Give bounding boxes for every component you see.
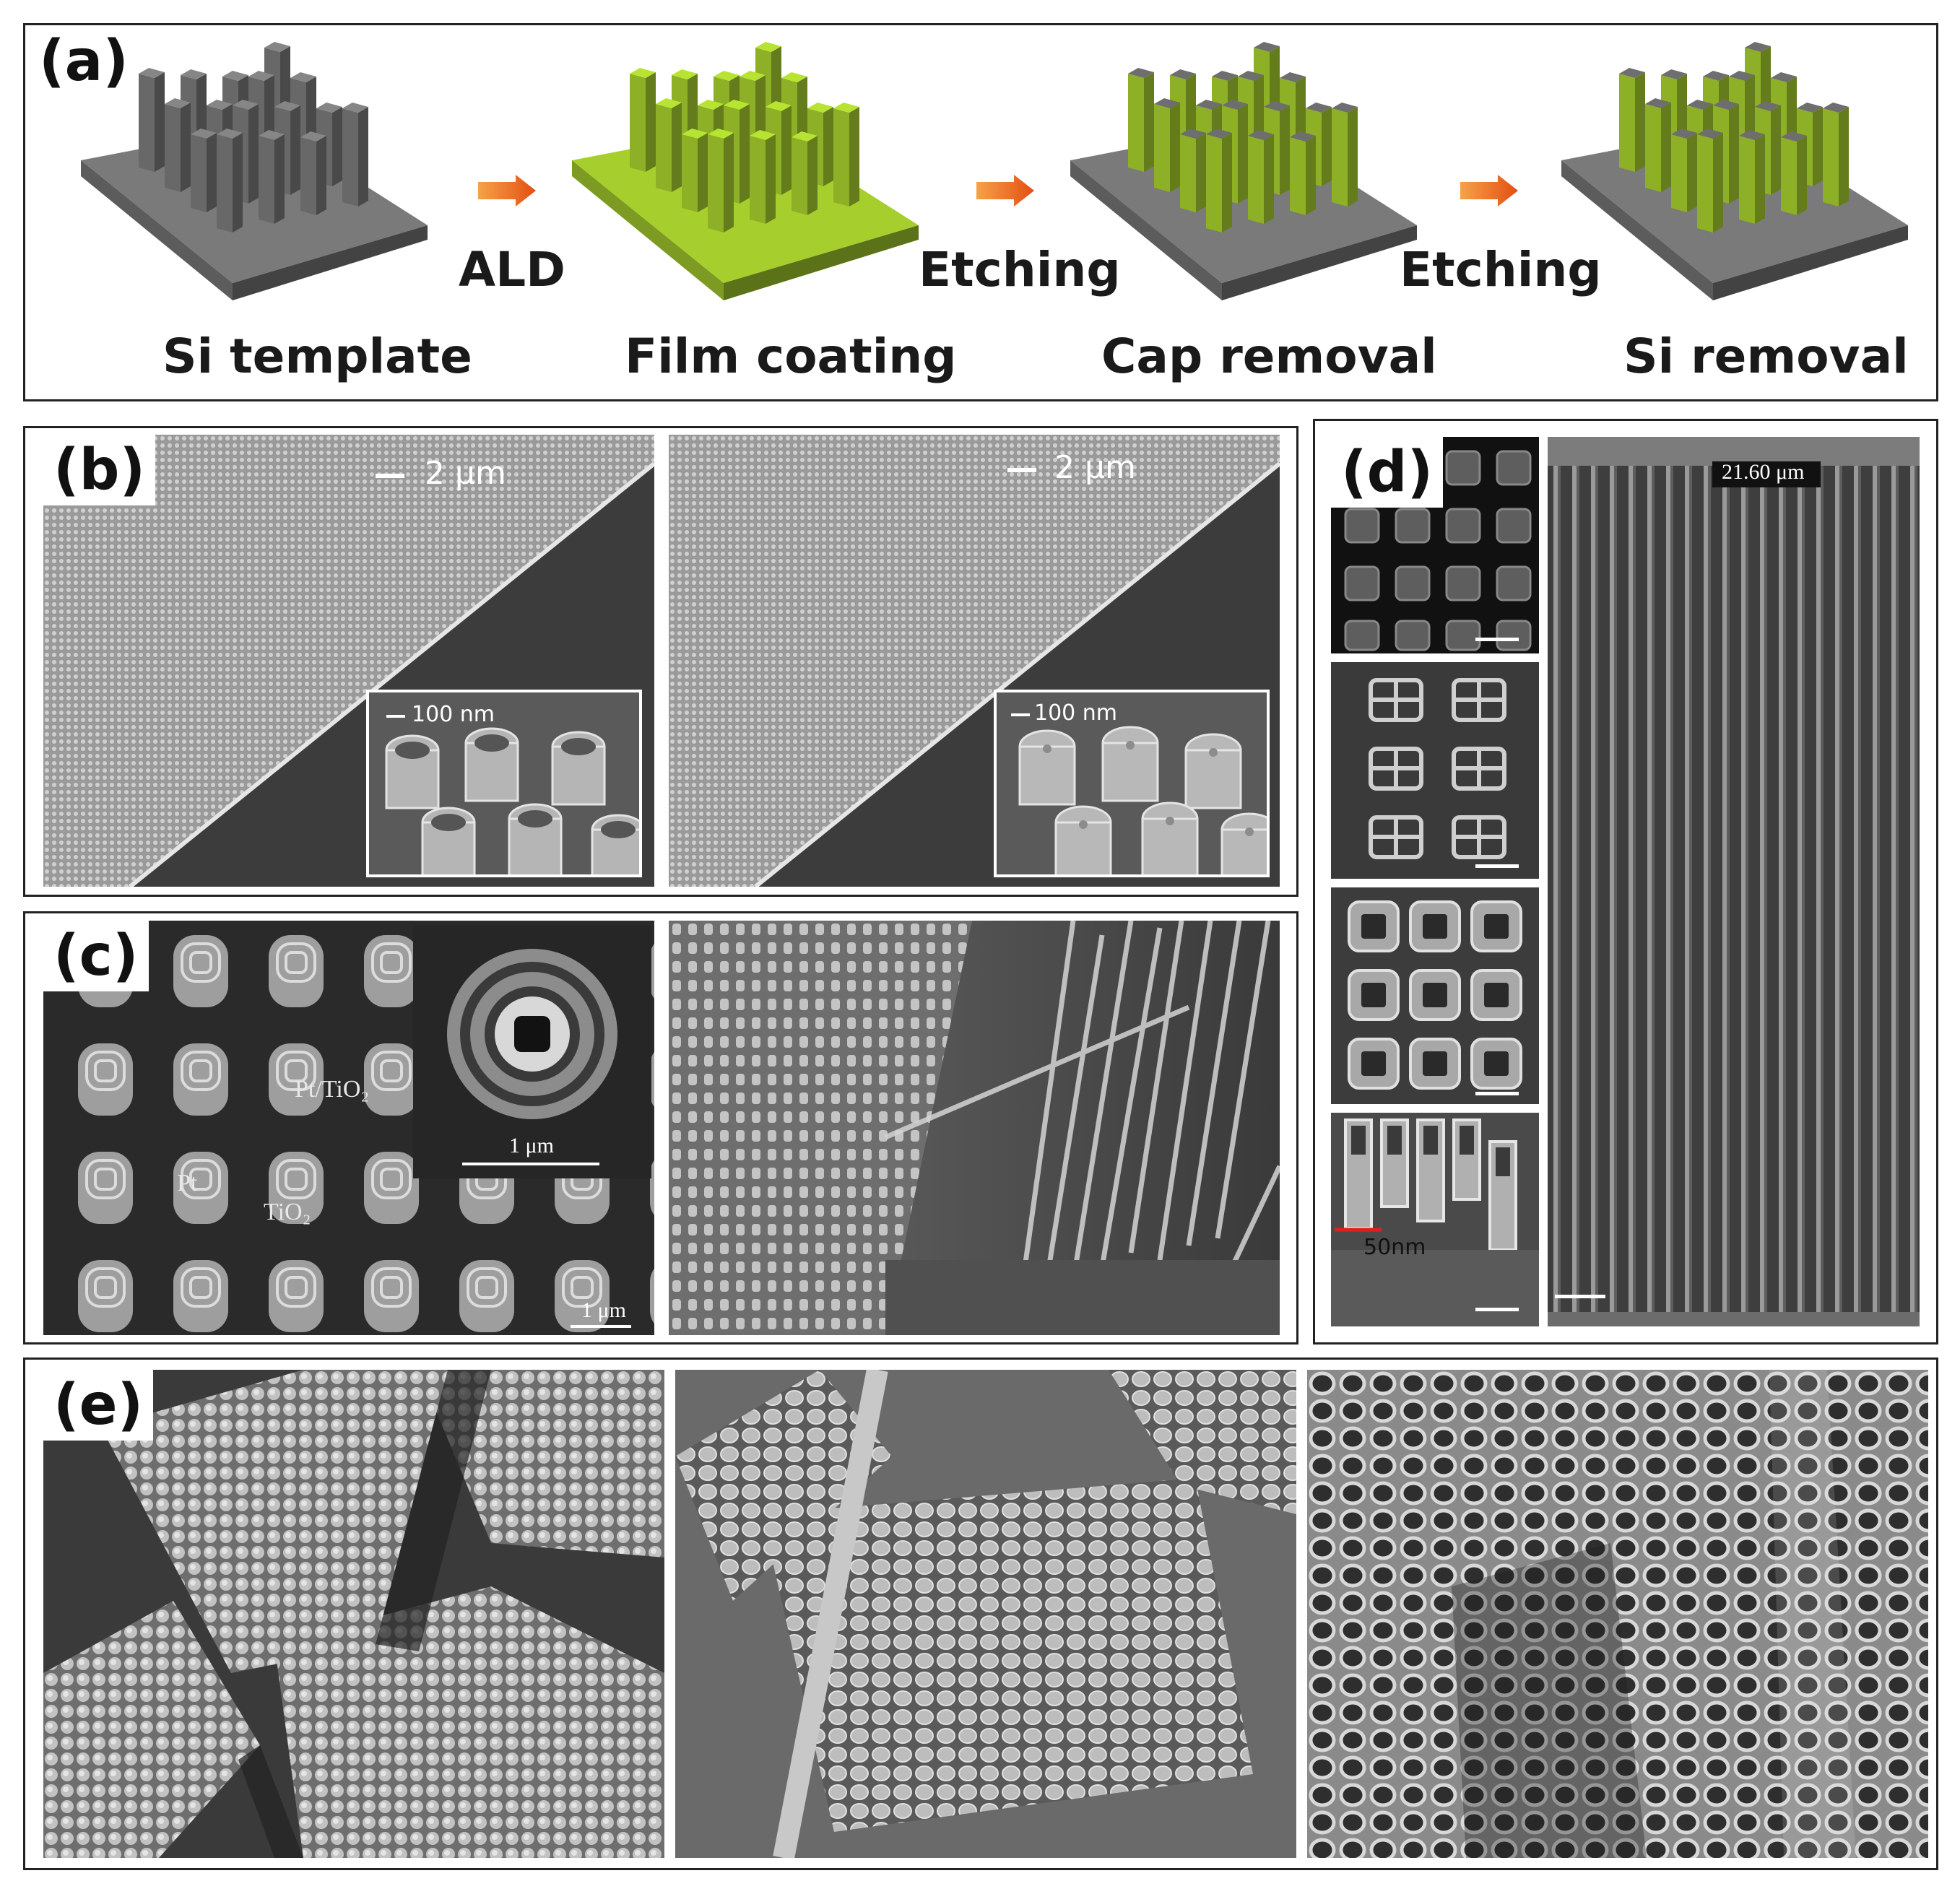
- transition-label-ald: ALD: [459, 242, 565, 297]
- transition-label-etching-1: Etching: [919, 242, 1121, 297]
- process-schematic: [81, 42, 1908, 300]
- panel-e-label: (e): [43, 1370, 154, 1441]
- scalebar-label-b-left-inset: 100 nm: [412, 702, 495, 727]
- scalebar-c-main: [571, 1325, 631, 1328]
- annotation-pt-tio2: Pt/TiO₂: [295, 1076, 370, 1103]
- arrow-2: [976, 175, 1034, 207]
- sem-image-c-right: [669, 921, 1280, 1335]
- scalebar-label-c-main: 1 μm: [581, 1298, 626, 1322]
- scalebar-label-b-left: 2 μm: [425, 455, 506, 492]
- sem-image-b-right: [669, 435, 1280, 887]
- scalebar-b-left: [376, 474, 404, 478]
- sem-image-e-right: [1307, 1370, 1928, 1858]
- annotation-tio2: TiO₂: [264, 1199, 311, 1225]
- sem-image-d-2: [1331, 662, 1539, 879]
- process-stage-4: [1561, 42, 1908, 300]
- panel-a-label: (a): [35, 29, 133, 94]
- inset-b-right: [994, 690, 1270, 877]
- sem-image-d-tall: [1548, 437, 1920, 1326]
- process-stage-3: [1070, 42, 1417, 300]
- process-stage-1: [81, 42, 428, 300]
- process-stage-2: [572, 42, 919, 300]
- annotation-pt: Pt: [177, 1170, 198, 1196]
- scalebar-label-d-bottom: 50nm: [1363, 1235, 1426, 1260]
- inset-c: [413, 926, 651, 1178]
- transition-label-etching-2: Etching: [1400, 242, 1602, 297]
- panel-b-label: (b): [43, 435, 156, 505]
- scalebar-label-d-tall: 21.60 μm: [1722, 460, 1805, 484]
- scalebar-b-left-inset: [386, 715, 405, 718]
- arrow-3: [1460, 175, 1518, 207]
- sem-image-d-4: [1331, 1113, 1539, 1326]
- scalebar-label-c-inset: 1 μm: [509, 1134, 554, 1157]
- scalebar-label-b-right-inset: 100 nm: [1034, 700, 1118, 726]
- scalebar-label-b-right: 2 μm: [1054, 449, 1136, 486]
- arrow-1: [478, 175, 536, 207]
- scalebar-b-right-inset: [1011, 713, 1030, 716]
- scalebar-b-right: [1007, 468, 1036, 472]
- panel-c-label: (c): [43, 921, 149, 991]
- step-label-si-template: Si template: [162, 329, 472, 384]
- scalebar-c-inset: [462, 1163, 599, 1165]
- step-label-si-removal: Si removal: [1623, 329, 1909, 384]
- sem-image-b-left: [43, 435, 654, 887]
- panel-d-label: (d): [1331, 437, 1444, 508]
- step-label-cap-removal: Cap removal: [1101, 329, 1437, 384]
- sem-image-e-middle: [675, 1370, 1296, 1858]
- sem-image-e-left: [43, 1370, 664, 1858]
- step-label-film-coating: Film coating: [625, 329, 957, 384]
- inset-b-left: [366, 690, 642, 877]
- sem-image-d-3: [1331, 887, 1539, 1104]
